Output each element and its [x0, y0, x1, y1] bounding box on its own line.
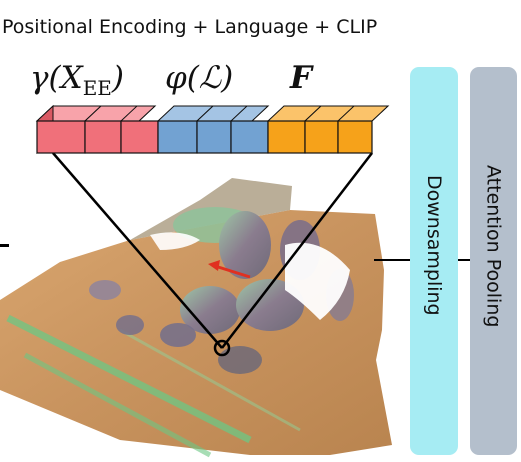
- F-cell-1: [267, 120, 306, 154]
- phi-cell-2: [196, 120, 232, 154]
- projection-line-right: [221, 152, 373, 349]
- F-label: F: [290, 60, 313, 96]
- gamma-label-subscript: EE: [82, 76, 112, 101]
- token-bar: [35, 104, 390, 155]
- gamma-label-close: ): [111, 60, 125, 96]
- phi-cell-1: [157, 120, 198, 154]
- attention-pooling-label: Attention Pooling: [482, 165, 505, 328]
- F-cell-3: [337, 120, 373, 154]
- downsampling-label: Downsampling: [423, 175, 445, 316]
- left-connector: [0, 244, 9, 247]
- projection-line-left: [52, 152, 223, 349]
- downsampling-block: Downsampling: [410, 67, 458, 455]
- point-cloud-scene: [0, 169, 392, 458]
- phi-cell-3: [230, 120, 269, 154]
- F-cell-2: [304, 120, 339, 154]
- query-point-icon: [213, 339, 231, 357]
- gamma-cell-2: [84, 120, 122, 154]
- gamma-cell-3: [120, 120, 159, 154]
- gamma-label-main: γ(X: [30, 60, 83, 96]
- phi-label: φ(ℒ): [165, 60, 234, 96]
- diagram-title: Positional Encoding + Language + CLIP: [2, 16, 378, 38]
- table-surface: [0, 210, 392, 455]
- gamma-label: γ(XEE): [30, 60, 124, 100]
- red-arrow-icon: [214, 264, 251, 279]
- gamma-cell-1: [36, 120, 86, 154]
- attention-pooling-block: Attention Pooling: [470, 67, 517, 455]
